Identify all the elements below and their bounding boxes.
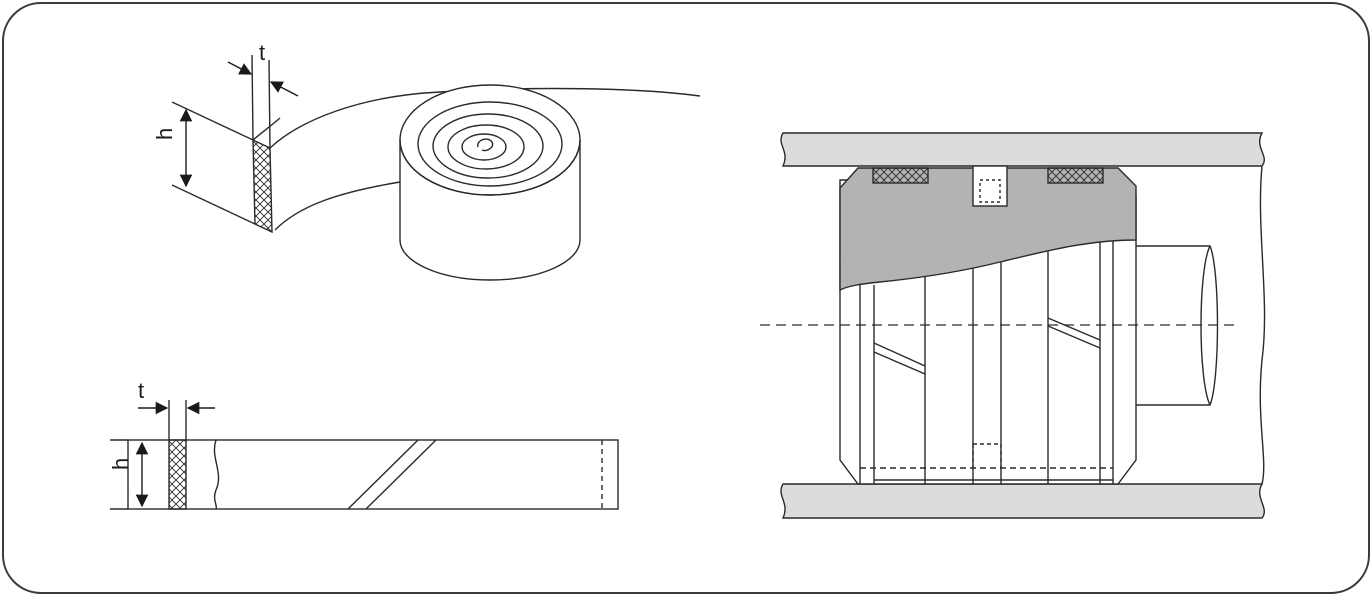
strip-break-line (213, 439, 220, 510)
strip-body (127, 439, 619, 510)
piston-head-section (839, 167, 1137, 292)
housing-right-wall (1259, 165, 1266, 485)
thickness-arrow-left (227, 61, 253, 75)
rolled-guide-band (171, 54, 701, 281)
flat-strip (110, 400, 619, 510)
strip-hatch-section (168, 439, 187, 510)
seal-right (1047, 167, 1104, 184)
center-key (972, 165, 1008, 207)
thickness-label-strip: t (138, 378, 144, 403)
housing-top (780, 132, 1265, 167)
thickness-arrow-right (269, 81, 299, 97)
coil-cylinder (399, 84, 581, 281)
seal-left (872, 167, 929, 184)
housing-bottom (780, 483, 1265, 519)
thickness-label-roll: t (259, 40, 265, 65)
piston-grooves (859, 240, 1114, 484)
center-key-hidden (979, 179, 1001, 203)
cylinder-assembly (760, 132, 1266, 519)
height-label-strip: h (108, 458, 133, 470)
strip-cut-line-1 (347, 439, 419, 510)
height-label-roll: h (152, 128, 177, 140)
band-end-face (252, 138, 273, 234)
strip-cut-line-2 (365, 439, 437, 510)
